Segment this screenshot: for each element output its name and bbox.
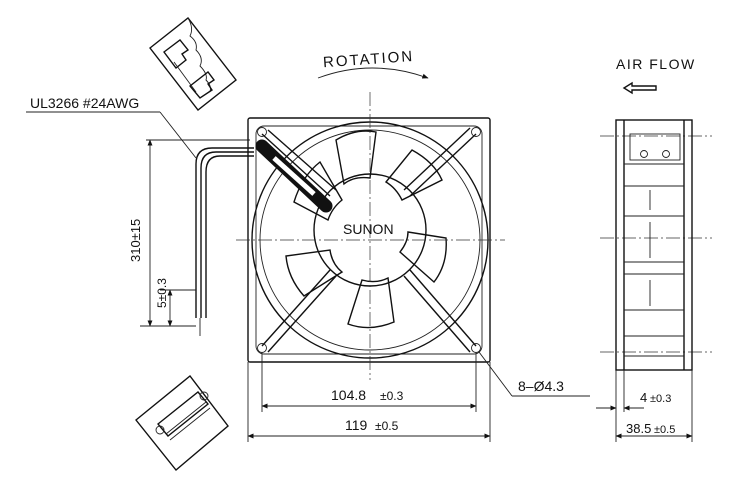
frame-width-value: 119 [345, 417, 368, 433]
front-dimensions [247, 351, 590, 442]
fan-side-view [615, 119, 693, 371]
centre-lines [236, 92, 712, 380]
rotation-label: ROTATION [322, 48, 414, 71]
mount-holes-label: 8–Ø4.3 [518, 378, 564, 394]
depth-value: 38.5 [626, 421, 651, 436]
airflow-arrow [622, 81, 657, 95]
lead-wires [195, 147, 254, 336]
airflow-label: AIR FLOW [616, 56, 696, 72]
cable-label: UL3266 #24AWG [30, 95, 139, 111]
connector-detail-top [149, 17, 237, 111]
connector-detail-bottom [135, 374, 229, 471]
lead-length-dimension [140, 139, 250, 327]
flange-tolerance: ±0.3 [650, 393, 671, 405]
rotation-indicator [317, 67, 429, 79]
hole-spacing-value: 104.8 [331, 387, 366, 403]
frame-width-tolerance: ±0.5 [375, 419, 399, 433]
side-dimensions [596, 370, 693, 442]
hole-spacing-tolerance: ±0.3 [380, 389, 404, 403]
flange-value: 4 [640, 390, 647, 405]
depth-tolerance: ±0.5 [654, 424, 675, 436]
cable-leader [26, 111, 197, 159]
strip-length-label: 5±0.3 [155, 278, 169, 308]
brand-label: SUNON [343, 221, 394, 237]
lead-length-label: 310±15 [128, 219, 143, 262]
